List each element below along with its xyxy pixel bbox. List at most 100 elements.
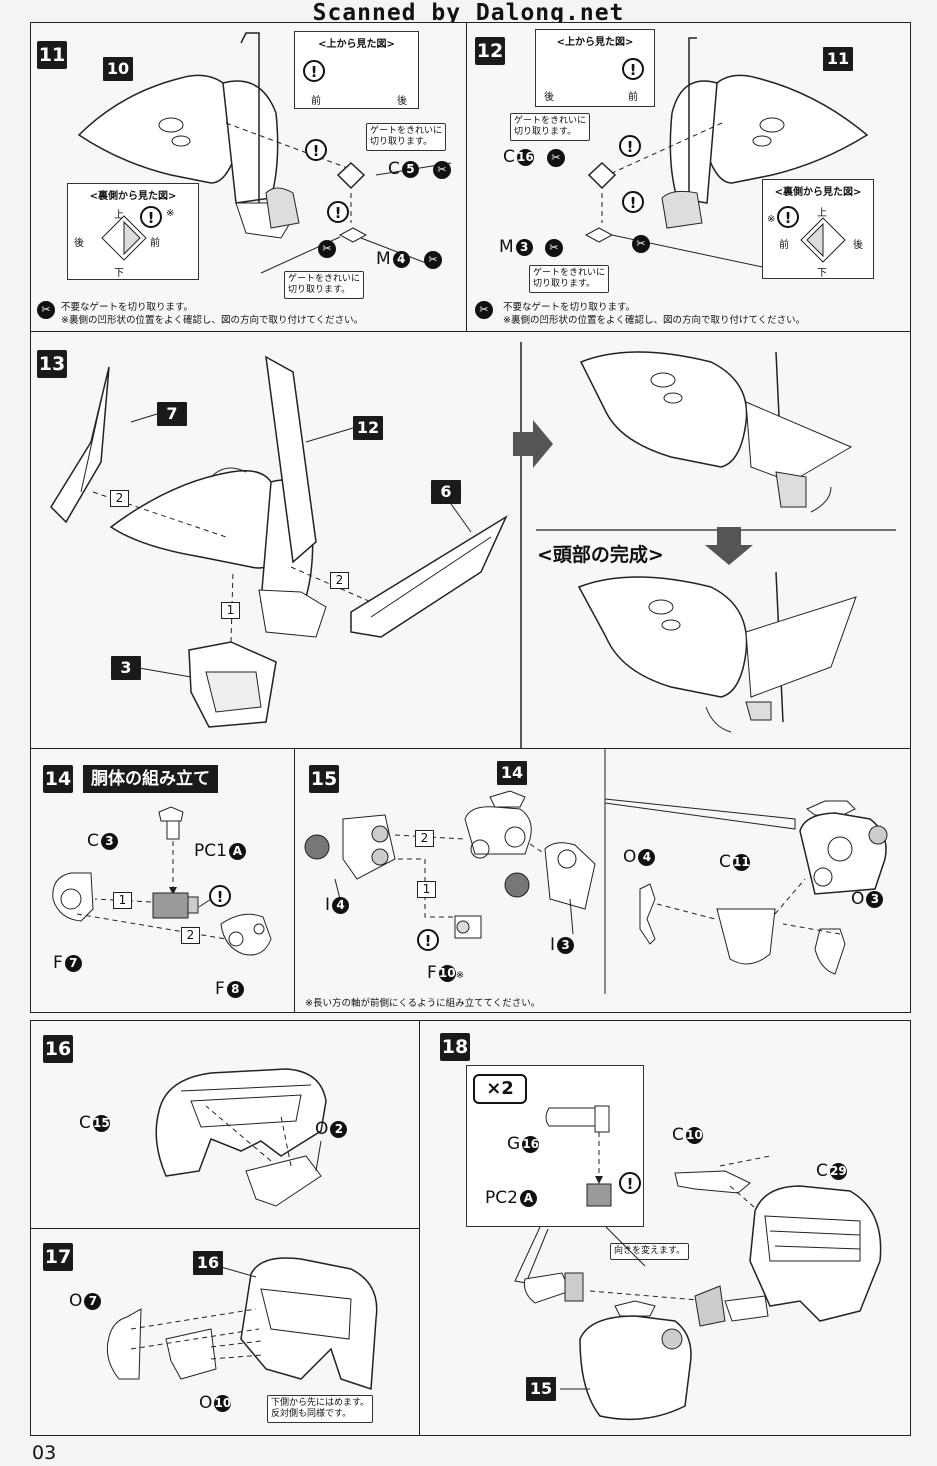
cut-gate-icon: ✂	[547, 149, 565, 167]
cut-gate-icon: ✂	[433, 161, 451, 179]
top-view-box: <上から見た図> ! 前 後	[294, 31, 419, 109]
head-part-illustration	[77, 32, 452, 274]
step-number: 11	[37, 41, 67, 69]
warning-icon: !	[622, 191, 644, 213]
top-view-title: <上から見た図>	[556, 37, 634, 48]
asterisk-mark: ※	[767, 214, 776, 225]
step-number: 14	[43, 765, 73, 793]
sequence-1: 1	[221, 602, 240, 619]
warning-icon: !	[417, 929, 439, 951]
cut-gate-icon: ✂	[545, 239, 563, 257]
step-15-panel: 15 14	[294, 748, 911, 1013]
part-tag-12: 12	[353, 416, 383, 440]
sequence-1: 1	[113, 892, 132, 909]
warning-icon: !	[327, 201, 349, 223]
warning-icon: !	[622, 58, 644, 80]
back-view-title: <裏側から見た図>	[774, 187, 862, 198]
label-up: 上	[817, 208, 827, 219]
assembly-callout: 下側から先にはめます。 反対側も同様です。	[267, 1395, 374, 1423]
top-view-title: <上から見た図>	[318, 39, 395, 50]
warning-icon: !	[619, 135, 641, 157]
label-back: 後	[853, 240, 863, 251]
part-tag-10: 10	[103, 57, 133, 81]
joint-part-illustration	[545, 1105, 612, 1207]
step-number: 12	[475, 37, 505, 65]
gate-callout-1: ゲートをきれいに 切り取ります。	[510, 113, 591, 141]
page-number: 03	[32, 1442, 57, 1464]
label-front: 前	[150, 238, 160, 249]
label-front: 前	[628, 92, 638, 103]
gate-callout-2: ゲートをきれいに 切り取ります。	[284, 271, 365, 299]
warning-icon: !	[140, 206, 162, 228]
label-front: 前	[311, 96, 321, 107]
cut-gate-icon: ✂	[632, 235, 650, 253]
warning-icon: !	[209, 885, 231, 907]
step-12-panel: 12 11 <上から見た図> ! 後 前 ゲートをきれいに 切り取ります。 ! …	[466, 22, 911, 332]
part-tag-6: 6	[431, 480, 461, 504]
cut-gate-icon: ✂	[37, 301, 55, 319]
head-completion-title: <頭部の完成>	[537, 544, 664, 566]
cut-gate-icon: ✂	[424, 251, 442, 269]
asterisk-mark: ※	[166, 208, 175, 219]
label-down: 下	[817, 268, 827, 279]
step-note: 不要なゲートを切り取ります。※裏側の凹形状の位置をよく確認し、図の方向で取り付け…	[503, 302, 806, 326]
torso-final-illustration	[514, 1155, 882, 1421]
step-title: 胴体の組み立て	[83, 765, 218, 793]
step-11-panel: 11 10 <上から見た図> ! 前 後 ゲートをきれいに 切り取ります。 ! …	[30, 22, 467, 332]
part-tag-7: 7	[157, 402, 187, 426]
sequence-2: 2	[415, 830, 434, 847]
warning-icon: !	[619, 1172, 641, 1194]
label-up: 上	[114, 210, 124, 221]
label-back: 後	[74, 238, 84, 249]
warning-icon: !	[303, 60, 325, 82]
gate-callout-2: ゲートをきれいに 切り取ります。	[529, 265, 610, 293]
back-view-box: <裏側から見た図> 上 下 後 前 ! ※	[67, 183, 199, 280]
multiplier-badge: ×2	[473, 1074, 527, 1104]
part-tag-14: 14	[497, 761, 527, 785]
part-tag-3: 3	[111, 656, 141, 680]
diamond-part	[101, 215, 147, 261]
step-number: 18	[440, 1033, 470, 1061]
sequence-2: 2	[110, 490, 129, 507]
part-tag-15: 15	[526, 1377, 556, 1401]
step-13-panel: 13 7 12 6 3	[30, 331, 911, 749]
scan-credit: Scanned by Dalong.net	[312, 0, 625, 26]
step-number: 17	[43, 1243, 73, 1271]
warning-icon: !	[305, 139, 327, 161]
torso-assembly-illustration	[304, 749, 888, 994]
gate-callout-1: ゲートをきれいに 切り取ります。	[366, 123, 447, 151]
step-number: 13	[37, 350, 67, 378]
sequence-2: 2	[181, 927, 200, 944]
label-down: 下	[114, 268, 124, 279]
sequence-2: 2	[330, 572, 349, 589]
step-note: ※長い方の軸が前側にくるように組み立ててください。	[305, 998, 541, 1009]
cut-gate-icon: ✂	[475, 301, 493, 319]
step-note: 不要なゲートを切り取ります。※裏側の凹形状の位置をよく確認し、図の方向で取り付け…	[61, 302, 364, 326]
torso-joint-illustration	[52, 806, 272, 956]
part-tag-11: 11	[823, 47, 853, 71]
diamond-part	[800, 217, 846, 263]
label-back: 後	[544, 92, 554, 103]
cut-gate-icon: ✂	[318, 240, 336, 258]
step-number: 16	[43, 1035, 73, 1063]
